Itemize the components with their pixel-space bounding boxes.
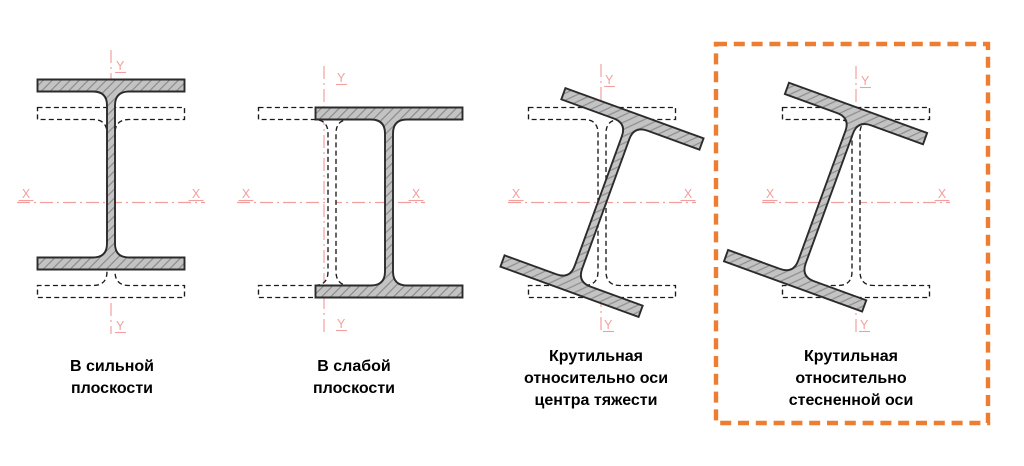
x-axis-label-right: X bbox=[684, 187, 693, 201]
caption-strong-plane: В сильной плоскости bbox=[12, 356, 212, 400]
y-axis-label-bottom: Y bbox=[604, 318, 613, 332]
caption-line: В сильной bbox=[69, 358, 154, 375]
caption-torsional-centroid: Крутильная относительно оси центра тяжес… bbox=[496, 346, 696, 412]
caption-weak-plane: В слабой плоскости bbox=[254, 356, 454, 400]
y-axis-label-top: Y bbox=[116, 59, 125, 73]
y-axis-label-top: Y bbox=[337, 71, 346, 85]
y-axis-label-bottom: Y bbox=[337, 317, 346, 331]
caption-line: стесненной оси bbox=[788, 392, 914, 409]
highlight-box bbox=[713, 41, 991, 426]
x-axis-label-left: X bbox=[242, 187, 251, 201]
diagram-torsional-centroid: X X Y Y bbox=[499, 64, 705, 334]
x-axis-label-left: X bbox=[766, 187, 775, 201]
diagram-torsional-constrained: X X Y Y bbox=[723, 66, 950, 334]
x-axis-label-right: X bbox=[938, 187, 947, 201]
y-axis-label-bottom: Y bbox=[116, 319, 125, 333]
caption-line: относительно оси bbox=[523, 370, 669, 387]
caption-torsional-constrained: Крутильная относительно стесненной оси bbox=[751, 346, 951, 412]
caption-line: относительно bbox=[795, 370, 907, 387]
caption-line: плоскости bbox=[70, 380, 153, 397]
x-axis-label-left: X bbox=[512, 187, 521, 201]
x-axis-label-left: X bbox=[22, 187, 31, 201]
caption-line: В слабой bbox=[317, 358, 391, 375]
y-axis-label-bottom: Y bbox=[860, 318, 869, 332]
y-axis-label-top: Y bbox=[861, 74, 870, 88]
x-axis-label-right: X bbox=[192, 187, 201, 201]
caption-line: Крутильная bbox=[804, 348, 898, 365]
caption-line: плоскости bbox=[312, 380, 395, 397]
diagram-strong-plane: X X Y Y bbox=[17, 50, 205, 334]
diagram-weak-plane: X X Y Y bbox=[237, 66, 464, 334]
caption-line: Крутильная bbox=[549, 348, 643, 365]
x-axis-label-right: X bbox=[412, 187, 421, 201]
y-axis-label-top: Y bbox=[605, 73, 614, 87]
caption-line: центра тяжести bbox=[534, 392, 658, 409]
